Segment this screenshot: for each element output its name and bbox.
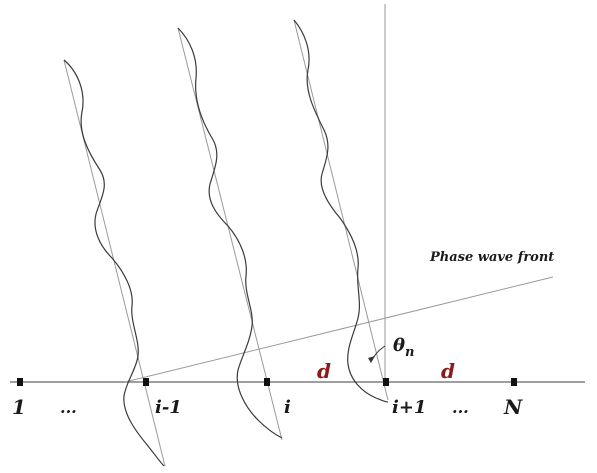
element-label-ellipsis-right: ... [452, 398, 469, 417]
spacing-label-d-2: d [441, 359, 455, 383]
element-label-i+1: i+1 [392, 397, 426, 418]
element-marker-i [264, 378, 270, 386]
element-label-ellipsis-left: ... [60, 398, 77, 417]
theta-subscript: n [405, 345, 414, 360]
propagation-line-1 [63, 59, 166, 467]
wave-curve-1 [63, 59, 165, 467]
theta-arc [371, 345, 386, 361]
element-marker-1 [17, 378, 23, 386]
phase-wave-front-line [124, 276, 554, 383]
element-label-i-1: i-1 [155, 397, 182, 418]
element-marker-N [511, 378, 517, 386]
element-label-i: i [284, 397, 291, 418]
theta-symbol: θ [393, 335, 405, 356]
element-marker-i-1 [143, 378, 149, 386]
propagation-line-3 [293, 19, 389, 401]
propagation-line-2 [177, 27, 283, 441]
element-marker-i+1 [383, 378, 389, 386]
phase-wave-front-label: Phase wave front [429, 250, 554, 265]
wave-curve-3 [293, 19, 389, 403]
wave-curve-2 [177, 27, 283, 439]
element-label-N: N [503, 395, 523, 419]
theta-arrow-head [368, 356, 375, 363]
element-label-1: 1 [12, 395, 26, 419]
spacing-label-d-1: d [317, 359, 331, 383]
theta-n-label: θn [393, 335, 414, 360]
